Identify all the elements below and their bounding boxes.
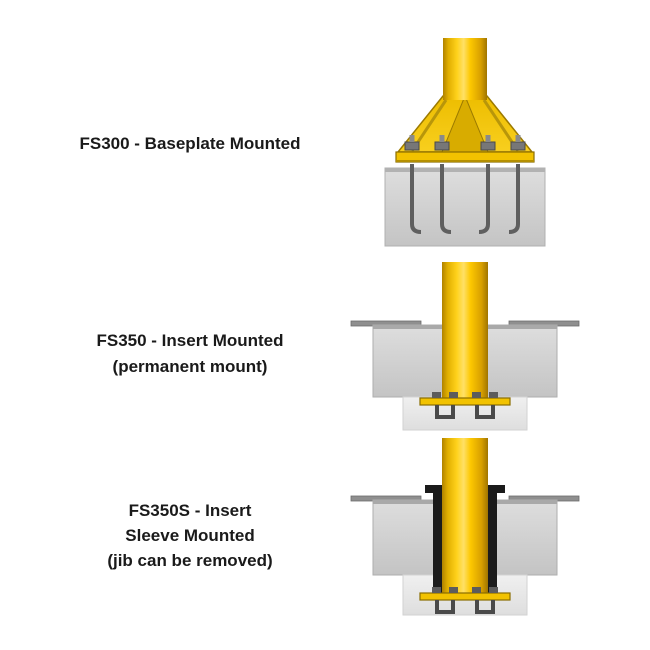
- mount-option-label-fs350s: FS350S - Insert Sleeve Mounted (jib can …: [25, 498, 355, 573]
- jib-column: [442, 262, 488, 402]
- label-line: FS350 - Insert Mounted: [96, 331, 284, 350]
- mount-option-label-fs350: FS350 - Insert Mounted (permanent mount): [25, 328, 355, 380]
- bottom-anchor-plate: [419, 592, 511, 601]
- mount-option-label-fs300: FS300 - Baseplate Mounted: [25, 131, 355, 156]
- label-line: FS350S - Insert: [128, 501, 252, 520]
- u-bolts: [432, 392, 498, 419]
- insert-mounted-illustration: [345, 262, 585, 437]
- baseplate: [395, 151, 535, 163]
- label-line: Sleeve Mounted: [125, 526, 255, 545]
- label-line: (jib can be removed): [107, 551, 273, 570]
- baseplate-nuts: [404, 135, 526, 151]
- label-line: (permanent mount): [112, 357, 268, 376]
- jib-column: [442, 438, 488, 593]
- label-line: FS300 - Baseplate Mounted: [79, 134, 301, 153]
- baseplate-mounted-illustration: [360, 38, 570, 250]
- concrete-foundation: [384, 167, 546, 247]
- anchor-bolts: [410, 164, 520, 234]
- jib-column: [443, 38, 487, 100]
- u-bolts: [432, 587, 498, 614]
- insert-sleeve-mounted-illustration: [345, 438, 585, 628]
- bottom-anchor-plate: [419, 397, 511, 406]
